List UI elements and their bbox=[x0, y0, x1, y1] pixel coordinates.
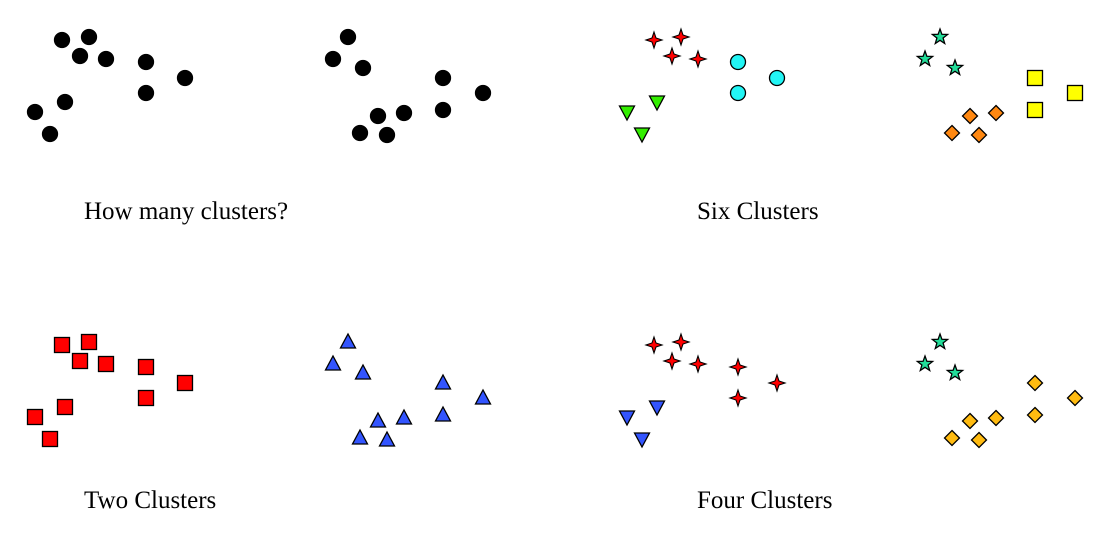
cluster-3-triangle-down-point bbox=[633, 127, 651, 144]
cluster-1-cross-star-point bbox=[688, 354, 708, 374]
cluster-1-square-point bbox=[80, 333, 98, 351]
cluster-4-diamond-point bbox=[1026, 406, 1044, 424]
cluster-1-cross-star-point bbox=[688, 49, 708, 69]
cluster-2-triangle-up-point bbox=[369, 411, 387, 428]
all-points-circle-point bbox=[395, 104, 413, 122]
panel-3 bbox=[26, 332, 492, 448]
cluster-2-triangle-down-point bbox=[618, 410, 636, 427]
all-points-circle-point bbox=[176, 69, 194, 87]
cluster-2-triangle-up-point bbox=[434, 373, 452, 390]
cluster-2-circle-point bbox=[729, 84, 747, 102]
cluster-4-diamond-point bbox=[1026, 374, 1044, 392]
all-points-circle-point bbox=[137, 84, 155, 102]
cluster-4-star-point bbox=[930, 27, 950, 46]
cluster-3-triangle-down-point bbox=[648, 95, 666, 112]
all-points-circle-point bbox=[369, 107, 387, 125]
cluster-2-circle-point bbox=[729, 53, 747, 71]
cluster-4-star-point bbox=[945, 58, 965, 77]
cluster-4-diamond-point bbox=[987, 409, 1005, 427]
all-points-circle-point bbox=[53, 31, 71, 49]
cluster-1-square-point bbox=[26, 408, 44, 426]
cluster-4-diamond-point bbox=[1066, 389, 1084, 407]
all-points-circle-point bbox=[324, 50, 342, 68]
cluster-5-square-point bbox=[1026, 69, 1044, 87]
cluster-1-square-point bbox=[137, 389, 155, 407]
cluster-1-square-point bbox=[56, 398, 74, 416]
all-points-circle-point bbox=[41, 125, 59, 143]
cluster-1-cross-star-point bbox=[728, 388, 748, 408]
cluster-1-cross-star-point bbox=[662, 351, 682, 371]
all-points-circle-point bbox=[378, 126, 396, 144]
cluster-6-diamond-point bbox=[943, 124, 961, 142]
cluster-1-square-point bbox=[41, 430, 59, 448]
cluster-2-triangle-down-point bbox=[633, 432, 651, 449]
cluster-3-star-point bbox=[915, 354, 935, 373]
cluster-1-cross-star-point bbox=[728, 357, 748, 377]
cluster-5-square-point bbox=[1026, 101, 1044, 119]
panel-1 bbox=[26, 28, 492, 144]
cluster-2-triangle-up-point bbox=[339, 332, 357, 349]
cluster-2-triangle-down-point bbox=[648, 400, 666, 417]
cluster-6-diamond-point bbox=[961, 107, 979, 125]
all-points-circle-point bbox=[339, 28, 357, 46]
cluster-4-diamond-point bbox=[970, 431, 988, 449]
cluster-2-triangle-up-point bbox=[351, 428, 369, 445]
caption-two-clusters: Two Clusters bbox=[84, 487, 217, 514]
cluster-1-cross-star-point bbox=[671, 332, 691, 352]
cluster-3-star-point bbox=[930, 332, 950, 351]
all-points-circle-point bbox=[434, 69, 452, 87]
cluster-2-triangle-up-point bbox=[354, 363, 372, 380]
cluster-6-diamond-point bbox=[970, 126, 988, 144]
caption-six-clusters: Six Clusters bbox=[697, 198, 819, 225]
all-points-circle-point bbox=[56, 93, 74, 111]
all-points-circle-point bbox=[137, 53, 155, 71]
all-points-circle-point bbox=[434, 101, 452, 119]
cluster-2-triangle-up-point bbox=[378, 430, 396, 447]
cluster-2-triangle-up-point bbox=[434, 405, 452, 422]
cluster-1-square-point bbox=[176, 374, 194, 392]
cluster-2-circle-point bbox=[768, 69, 786, 87]
all-points-circle-point bbox=[71, 47, 89, 65]
cluster-1-square-point bbox=[53, 336, 71, 354]
cluster-5-square-point bbox=[1066, 84, 1084, 102]
panel-2 bbox=[618, 27, 1084, 144]
all-points-circle-point bbox=[474, 84, 492, 102]
cluster-1-cross-star-point bbox=[644, 335, 664, 355]
all-points-circle-point bbox=[80, 28, 98, 46]
cluster-4-star-point bbox=[915, 49, 935, 68]
cluster-4-diamond-point bbox=[961, 412, 979, 430]
cluster-1-cross-star-point bbox=[767, 373, 787, 393]
cluster-2-triangle-up-point bbox=[395, 408, 413, 425]
cluster-4-diamond-point bbox=[943, 429, 961, 447]
cluster-1-cross-star-point bbox=[662, 46, 682, 66]
all-points-circle-point bbox=[26, 103, 44, 121]
cluster-1-square-point bbox=[97, 355, 115, 373]
all-points-circle-point bbox=[97, 50, 115, 68]
cluster-3-triangle-down-point bbox=[618, 105, 636, 122]
cluster-1-cross-star-point bbox=[671, 27, 691, 47]
caption-how-many: How many clusters? bbox=[84, 198, 289, 225]
cluster-2-triangle-up-point bbox=[474, 388, 492, 405]
cluster-6-diamond-point bbox=[987, 104, 1005, 122]
cluster-1-square-point bbox=[71, 352, 89, 370]
cluster-1-square-point bbox=[137, 358, 155, 376]
cluster-2-triangle-up-point bbox=[324, 354, 342, 371]
all-points-circle-point bbox=[351, 124, 369, 142]
cluster-3-star-point bbox=[945, 363, 965, 382]
cluster-1-cross-star-point bbox=[644, 30, 664, 50]
caption-four-clusters: Four Clusters bbox=[697, 487, 833, 514]
all-points-circle-point bbox=[354, 59, 372, 77]
panel-4 bbox=[618, 332, 1084, 449]
